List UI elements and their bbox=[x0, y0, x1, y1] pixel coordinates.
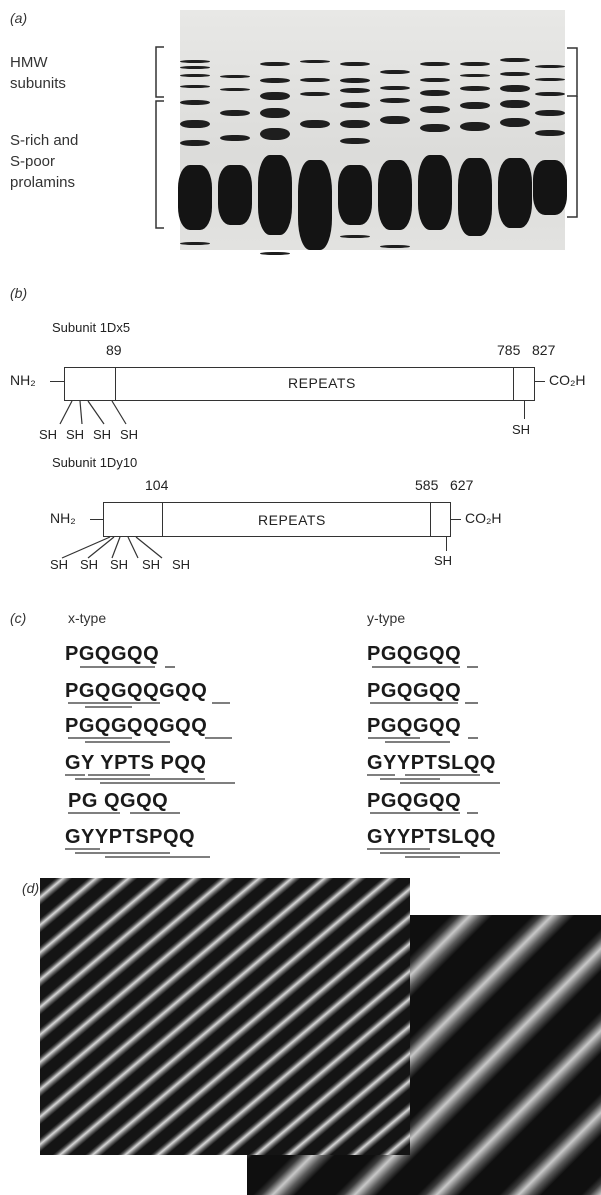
gel-lane bbox=[260, 30, 290, 245]
dy10-c-sh-label: SH bbox=[434, 553, 452, 568]
dx5-sh-label: SH bbox=[120, 427, 138, 442]
panel-d-label: (d) bbox=[22, 880, 39, 896]
left-brackets bbox=[150, 45, 175, 235]
x-type-header: x-type bbox=[68, 610, 106, 626]
micrograph-main bbox=[40, 878, 410, 1155]
gel-lane bbox=[535, 30, 565, 245]
subunit-1dx5-title: Subunit 1Dx5 bbox=[52, 320, 130, 335]
panel-c-label: (c) bbox=[10, 610, 26, 626]
hmw-subunits-label: HMW subunits bbox=[10, 52, 66, 94]
subunit-1dy10-title: Subunit 1Dy10 bbox=[52, 455, 137, 470]
gel-image bbox=[180, 10, 565, 250]
gel-lane bbox=[220, 30, 250, 245]
dx5-repeats-label: REPEATS bbox=[288, 375, 356, 391]
dy10-n-tick bbox=[90, 519, 103, 520]
dx5-n-tick bbox=[50, 381, 64, 382]
dy10-sh-label: SH bbox=[50, 557, 68, 572]
gel-lane bbox=[460, 30, 490, 245]
panel-b-label: (b) bbox=[10, 285, 27, 301]
dy10-pos-627: 627 bbox=[450, 477, 473, 493]
dy10-sh-label: SH bbox=[80, 557, 98, 572]
dx5-sh-lines bbox=[50, 400, 150, 426]
dx5-sh-label: SH bbox=[93, 427, 111, 442]
dx5-pos-89: 89 bbox=[106, 342, 122, 358]
prolamin-label-line1: S-rich and bbox=[10, 130, 78, 151]
dx5-c-tick bbox=[535, 381, 545, 382]
dy10-sh-label: SH bbox=[110, 557, 128, 572]
dx5-pos-827: 827 bbox=[532, 342, 555, 358]
dx5-pos-785: 785 bbox=[497, 342, 520, 358]
dx5-divider-785 bbox=[513, 367, 514, 401]
gel-lane bbox=[300, 30, 330, 245]
dx5-sh-label: SH bbox=[39, 427, 57, 442]
dy10-divider-585 bbox=[430, 502, 431, 537]
dy10-c-tick bbox=[451, 519, 461, 520]
hmw-label-line2: subunits bbox=[10, 73, 66, 94]
dy10-sh-label: SH bbox=[142, 557, 160, 572]
gel-lane bbox=[500, 30, 530, 245]
dy10-n-terminus: NH₂ bbox=[50, 510, 76, 526]
dx5-sh-label: SH bbox=[66, 427, 84, 442]
y-type-header: y-type bbox=[367, 610, 405, 626]
right-brackets bbox=[565, 45, 590, 225]
dx5-c-terminus: CO₂H bbox=[549, 372, 586, 388]
gel-lane bbox=[180, 30, 210, 245]
panel-a-label: (a) bbox=[10, 10, 27, 26]
prolamin-label-line3: prolamins bbox=[10, 172, 78, 193]
gel-lane bbox=[340, 30, 370, 245]
dy10-pos-104: 104 bbox=[145, 477, 168, 493]
dy10-c-sh-line bbox=[446, 537, 447, 551]
dx5-n-terminus: NH₂ bbox=[10, 372, 36, 388]
dy10-sh-label: SH bbox=[172, 557, 190, 572]
gel-lane bbox=[380, 30, 410, 245]
dx5-c-sh-line bbox=[524, 401, 525, 419]
dy10-pos-585: 585 bbox=[415, 477, 438, 493]
gel-lane bbox=[420, 30, 450, 245]
dy10-c-terminus: CO₂H bbox=[465, 510, 502, 526]
dx5-divider-89 bbox=[115, 367, 116, 401]
prolamins-label: S-rich and S-poor prolamins bbox=[10, 130, 78, 193]
dx5-c-sh-label: SH bbox=[512, 422, 530, 437]
dy10-divider-104 bbox=[162, 502, 163, 537]
hmw-label-line1: HMW bbox=[10, 52, 66, 73]
sequence-underlines bbox=[60, 660, 540, 860]
prolamin-label-line2: S-poor bbox=[10, 151, 78, 172]
dy10-repeats-label: REPEATS bbox=[258, 512, 326, 528]
